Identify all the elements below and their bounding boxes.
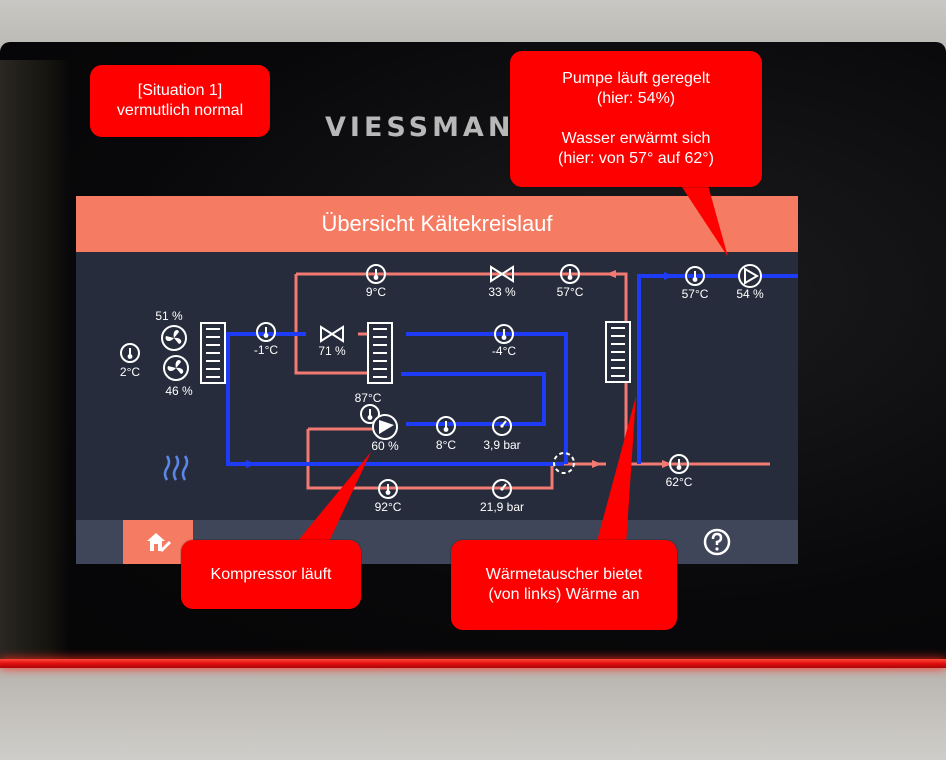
brand-logo: VIESSMANN [325, 112, 542, 143]
compressor-line-1: Kompressor läuft [210, 565, 332, 583]
pipe-network [226, 270, 798, 490]
situation-line-2: vermutlich normal [116, 102, 244, 119]
circuit-svg: 2°C 51 % 46 % -1°C 71 % 87°C [120, 264, 798, 514]
top-left-sensor: 9°C [366, 264, 386, 299]
help-icon [703, 528, 731, 556]
heating-icon [163, 455, 189, 481]
circulation-pump: 54 % [736, 264, 764, 301]
internal-hx-sensor: 87°C [355, 391, 382, 424]
exchanger-line-2: (von links) Wärme an [488, 586, 640, 603]
compressor-callout: Kompressor läuft [181, 540, 361, 609]
pump-line-4: Wasser erwärmt sich [561, 130, 711, 147]
exchanger-callout-pointer [596, 396, 636, 545]
exchanger-callout: Wärmetauscher bietet (von links) Wärme a… [451, 540, 677, 630]
high-pressure-gauge: 21,9 bar [480, 479, 524, 514]
svg-text:54 %: 54 % [736, 287, 764, 301]
suction-sensor: -4°C [492, 324, 516, 358]
pump-line-spacer [510, 109, 762, 129]
svg-text:87°C: 87°C [355, 391, 382, 405]
water-inlet-sensor: 57°C [682, 266, 709, 301]
pump-line-2: (hier: 54%) [596, 90, 676, 107]
expansion-valve: 71 % [318, 326, 346, 358]
svg-text:62°C: 62°C [666, 475, 693, 489]
situation-callout: [Situation 1] vermutlich normal [90, 65, 270, 137]
hot-gas-sensor: 92°C [375, 479, 402, 514]
outdoor-temperature-sensor: 2°C [120, 343, 140, 379]
display-screen: Übersicht Kältekreislauf [76, 196, 798, 564]
svg-text:-1°C: -1°C [254, 343, 278, 357]
low-pressure-gauge: 3,9 bar [483, 416, 521, 452]
compressor-callout-pointer [292, 452, 371, 548]
svg-text:46 %: 46 % [165, 384, 193, 398]
refrigerant-circuit-diagram: 2°C 51 % 46 % -1°C 71 % 87°C [76, 252, 798, 520]
pump-callout-pointer [676, 178, 728, 257]
four-way-valve [553, 452, 575, 474]
screen-title: Übersicht Kältekreislauf [76, 196, 798, 252]
top-right-sensor: 57°C [557, 264, 584, 299]
home-settings-icon [147, 533, 171, 553]
svg-text:9°C: 9°C [366, 285, 386, 299]
svg-text:21,9 bar: 21,9 bar [480, 500, 524, 514]
fan-bottom: 46 % [163, 355, 193, 398]
status-light-strip [0, 659, 946, 668]
compressor-outlet-sensor: 8°C [436, 416, 456, 452]
svg-text:71 %: 71 % [318, 344, 346, 358]
svg-text:60 %: 60 % [371, 439, 399, 453]
housing-bottom [0, 668, 946, 760]
valve-icon [553, 452, 575, 474]
svg-text:57°C: 57°C [682, 287, 709, 301]
help-button[interactable] [702, 527, 732, 557]
exchanger-line-1: Wärmetauscher bietet [485, 566, 643, 583]
svg-text:2°C: 2°C [120, 365, 140, 379]
svg-text:33 %: 33 % [488, 285, 516, 299]
svg-text:8°C: 8°C [436, 438, 456, 452]
compressor: 60 % [371, 414, 399, 453]
pump-line-1: Pumpe läuft geregelt [562, 70, 710, 87]
svg-text:-4°C: -4°C [492, 344, 516, 358]
svg-text:92°C: 92°C [375, 500, 402, 514]
pump-line-5: (hier: von 57° auf 62°) [558, 150, 714, 167]
pump-callout: Pumpe läuft geregelt (hier: 54%) Wasser … [510, 51, 762, 187]
evaporator-inlet-sensor: -1°C [254, 322, 278, 357]
situation-line-1: [Situation 1] [137, 82, 223, 99]
svg-text:3,9 bar: 3,9 bar [483, 438, 520, 452]
top-valve: 33 % [488, 266, 516, 299]
background-left [0, 60, 70, 660]
fan-top: 51 % [155, 309, 187, 351]
svg-text:57°C: 57°C [557, 285, 584, 299]
svg-text:51 %: 51 % [155, 309, 183, 323]
water-outlet-sensor: 62°C [666, 454, 693, 489]
